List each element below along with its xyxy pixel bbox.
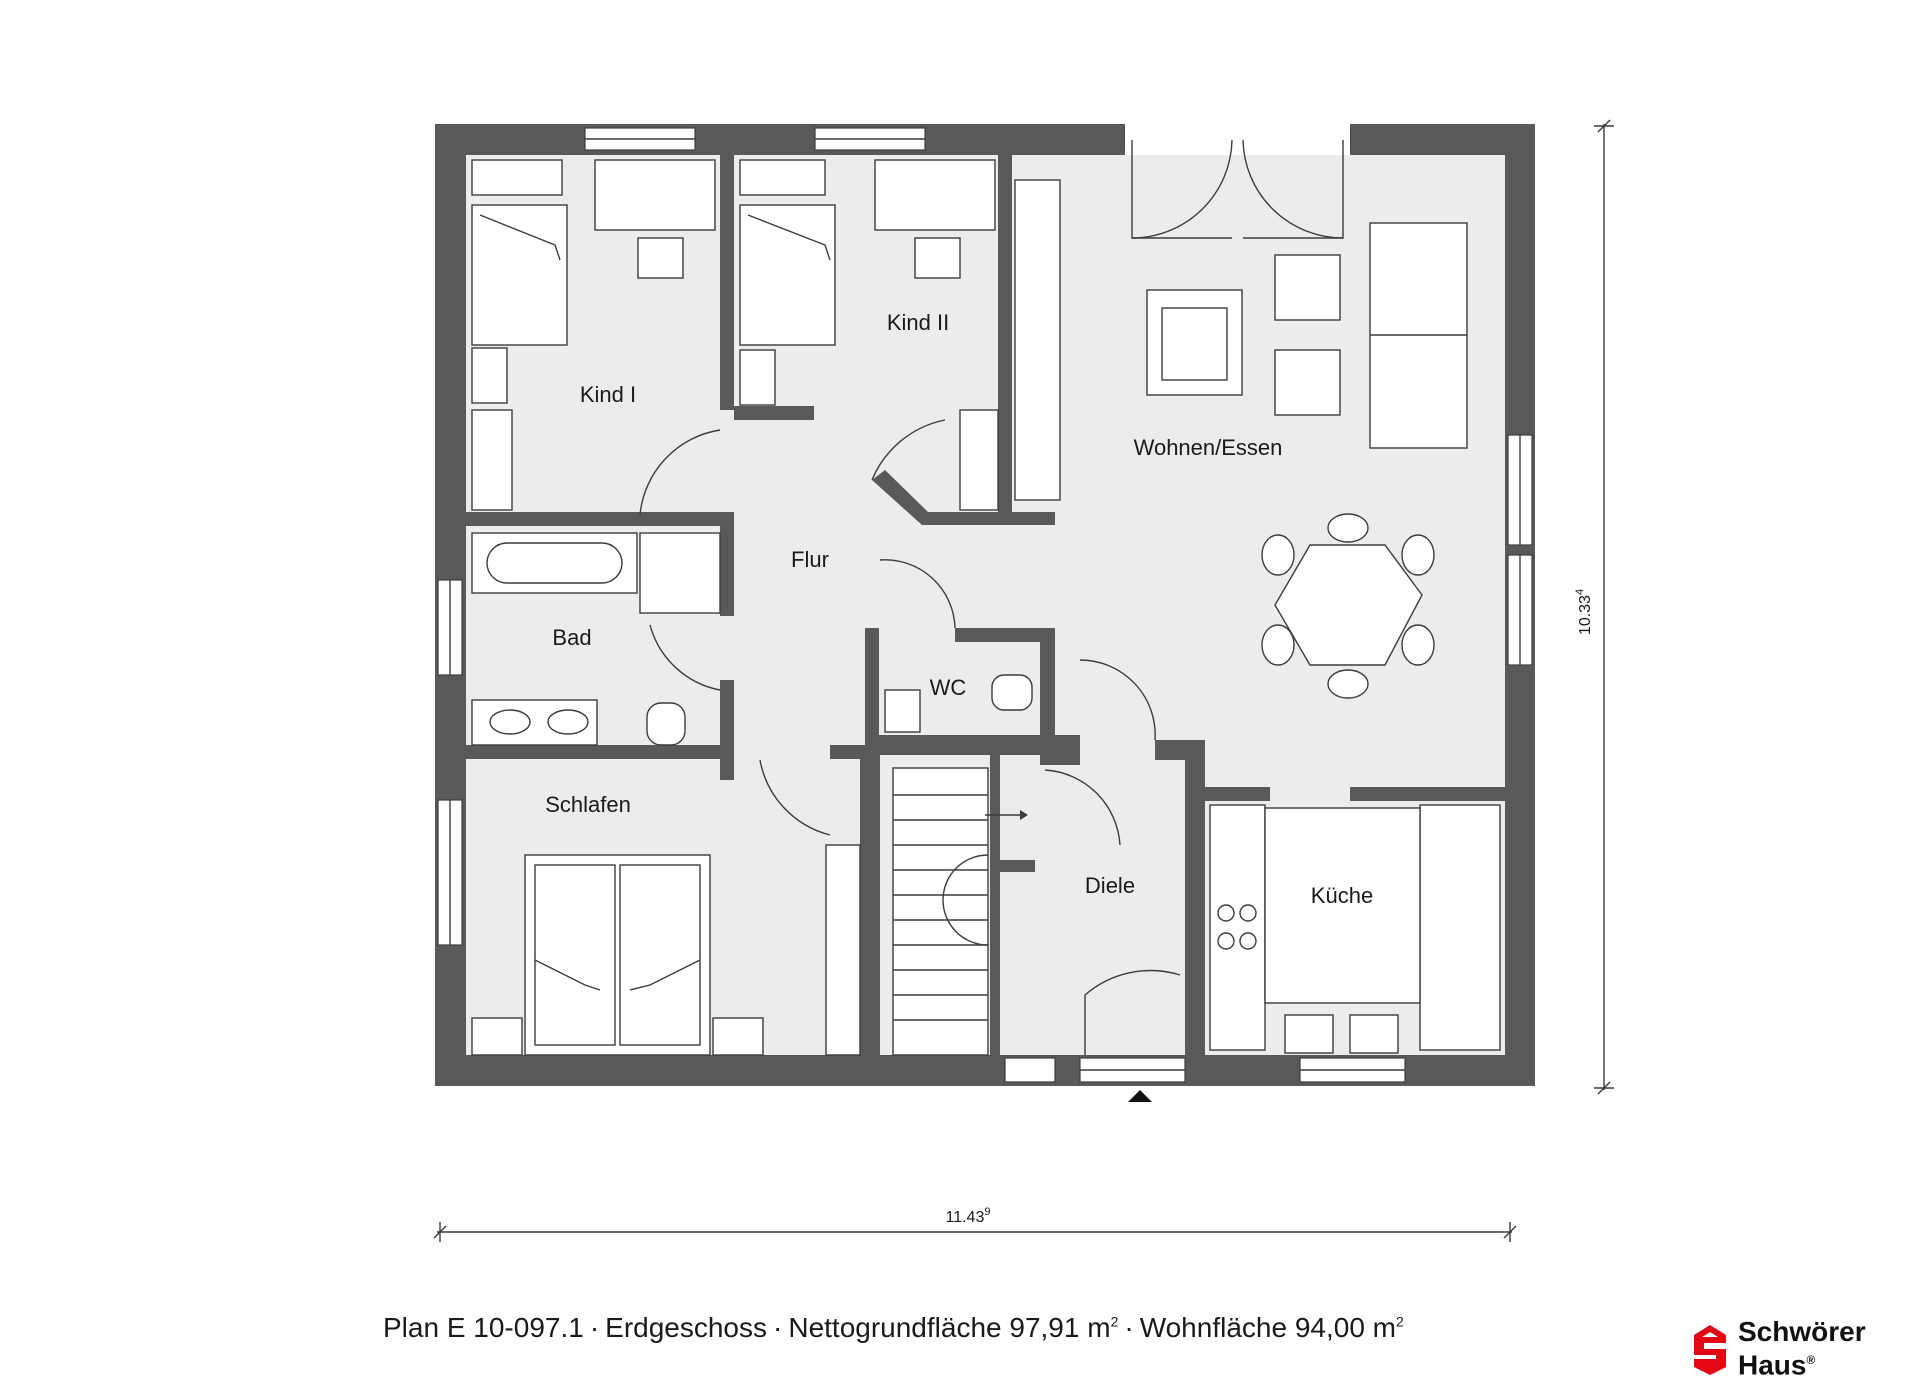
label-wohnen: Wohnen/Essen <box>1134 435 1283 460</box>
label-kind1: Kind I <box>580 382 636 407</box>
plan-number: Plan E 10-097.1 <box>383 1312 584 1343</box>
label-kueche: Küche <box>1311 883 1373 908</box>
interior-walls <box>466 155 1505 1055</box>
floor-name: Erdgeschoss <box>605 1312 768 1343</box>
width-superscript: 9 <box>984 1206 990 1218</box>
net-area-unit-sup: 2 <box>1110 1313 1119 1330</box>
brand-registered: ® <box>1806 1353 1816 1367</box>
label-diele: Diele <box>1085 873 1135 898</box>
svg-text:10.334: 10.334 <box>1574 589 1594 635</box>
room-labels: Kind I Kind II Wohnen/Essen Flur Bad WC … <box>545 310 1373 908</box>
brand-logo: Schwörer Haus® <box>1690 1318 1866 1379</box>
furniture-kueche <box>1209 804 1501 1054</box>
stair <box>892 767 1028 1056</box>
furniture-schlafen <box>471 844 861 1056</box>
label-flur: Flur <box>791 547 829 572</box>
schwoerer-logo-icon <box>1694 1324 1726 1375</box>
brand-line2: Haus <box>1738 1349 1807 1381</box>
separator: · <box>773 1312 783 1343</box>
furniture-wc <box>884 674 1033 733</box>
net-area: Nettogrundfläche 97,91 m <box>788 1312 1111 1343</box>
living-area-unit-sup: 2 <box>1396 1313 1404 1330</box>
furniture-kind2 <box>739 159 999 511</box>
furniture-bad <box>471 532 721 746</box>
dimension-width: 11.439 <box>433 1206 1517 1242</box>
label-wc: WC <box>930 675 967 700</box>
label-kind2: Kind II <box>887 310 949 335</box>
height-value: 10.33 <box>1577 595 1594 635</box>
separator: · <box>589 1312 600 1343</box>
plan-caption: Plan E 10-097.1·Erdgeschoss·Nettogrundfl… <box>383 1312 1404 1344</box>
label-schlafen: Schlafen <box>545 792 631 817</box>
width-value: 11.43 <box>946 1209 985 1226</box>
separator: · <box>1124 1312 1134 1343</box>
height-superscript: 4 <box>1574 589 1586 595</box>
doors <box>639 124 1350 1102</box>
furniture-wohnen <box>1014 179 1468 699</box>
label-bad: Bad <box>552 625 591 650</box>
living-area: Wohnfläche 94,00 m <box>1139 1312 1396 1343</box>
furniture-kind1 <box>471 159 716 511</box>
brand-line1: Schwörer <box>1738 1316 1866 1347</box>
dimension-height: 10.334 <box>1574 119 1614 1095</box>
svg-text:11.439: 11.439 <box>946 1206 991 1226</box>
